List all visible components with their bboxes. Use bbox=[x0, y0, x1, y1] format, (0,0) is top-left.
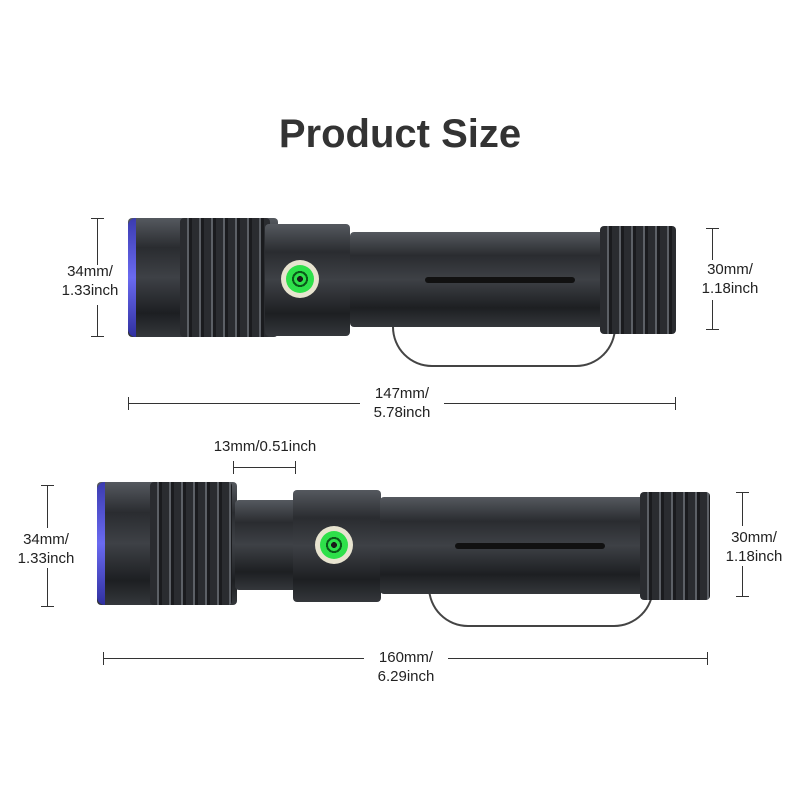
zoom-neck bbox=[235, 500, 297, 590]
lens-ring bbox=[97, 482, 105, 605]
power-button-icon bbox=[281, 260, 319, 298]
length-label: 147mm/5.78inch bbox=[373, 385, 431, 421]
body-groove bbox=[455, 543, 605, 549]
dimension-line-zoom bbox=[233, 461, 296, 474]
cooling-fins bbox=[180, 218, 270, 337]
tail-diameter-label: 30mm/1.18inch bbox=[725, 529, 783, 565]
zoom-extension-label: 13mm/0.51inch bbox=[213, 438, 317, 455]
page-title: Product Size bbox=[278, 112, 522, 156]
tail-diameter-label: 30mm/1.18inch bbox=[701, 261, 759, 297]
head-diameter-label: 34mm/1.33inch bbox=[61, 263, 119, 299]
cooling-fins bbox=[150, 482, 232, 605]
lens-ring bbox=[128, 218, 136, 337]
tail-cap bbox=[600, 226, 676, 334]
body-groove bbox=[425, 277, 575, 283]
tail-cap bbox=[640, 492, 710, 600]
power-button-icon bbox=[315, 526, 353, 564]
head-diameter-label: 34mm/1.33inch bbox=[17, 531, 75, 567]
length-label: 160mm/6.29inch bbox=[377, 649, 435, 685]
